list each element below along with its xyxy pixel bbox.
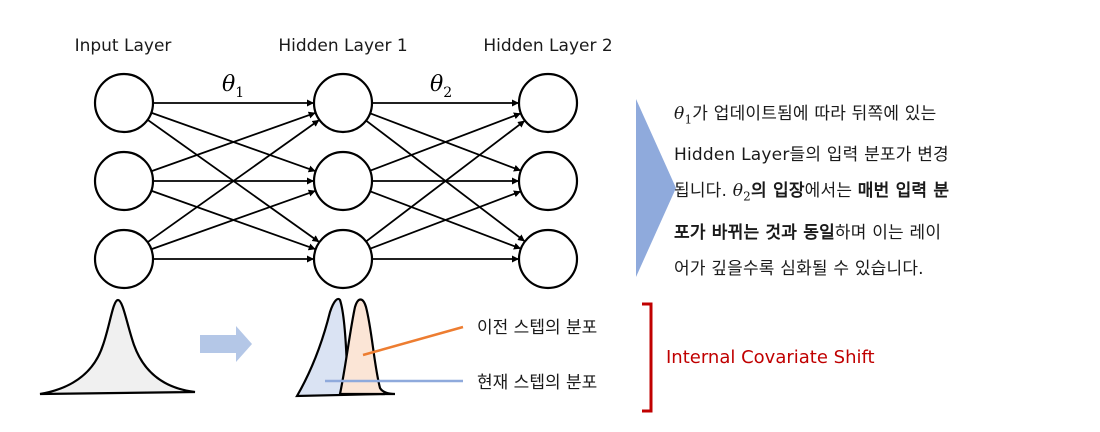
explanation-line-3: 됩니다. θ2의 입장에서는 매번 입력 분	[674, 173, 1074, 214]
node-layer1-3	[93, 228, 155, 290]
weight-label-theta-2: θ2	[430, 72, 452, 101]
theta-1-inline-sub: 1	[684, 112, 693, 127]
edge-l2-n3-to-n1	[365, 120, 525, 243]
node-layer3-2	[517, 150, 579, 212]
explanation-line-1-text: 가 업데이트됨에 따라 뒤쪽에 있는	[692, 104, 937, 124]
explanation-arrow	[636, 99, 676, 277]
layer-label-input: Input Layer	[75, 36, 172, 56]
node-layer1-1	[93, 72, 155, 134]
weight-2-subscript: 2	[443, 85, 452, 101]
theta-1-inline-symbol: θ	[674, 104, 685, 124]
legend-previous-label: 이전 스텝의 분포	[477, 318, 597, 338]
explanation-line-2: Hidden Layer들의 입력 분포가 변경	[674, 145, 949, 166]
node-layer2-3	[312, 228, 374, 290]
legend-current-label: 현재 스텝의 분포	[477, 373, 597, 393]
explanation-line-1: θ1가 업데이트됨에 따라 뒤쪽에 있는	[674, 96, 1074, 137]
edge-l1-n3-to-n1	[147, 119, 320, 243]
explanation-text: θ1가 업데이트됨에 따라 뒤쪽에 있는 Hidden Layer들의 입력 분…	[674, 96, 1074, 287]
previous-distribution-curve	[338, 298, 396, 396]
previous-leader-line	[362, 325, 464, 357]
weight-2-symbol: θ	[430, 72, 443, 97]
explanation-line-3-a: 됩니다.	[674, 181, 733, 202]
edge-l2-n3-to-n2	[369, 190, 521, 250]
shift-arrow	[200, 326, 252, 362]
weight-label-theta-1: θ1	[222, 72, 244, 101]
shift-bracket	[642, 302, 653, 413]
explanation-line-3-d: 매번 입력 분	[857, 181, 950, 202]
node-layer2-1	[312, 72, 374, 134]
explanation-line-5: 어가 깊을수록 심화될 수 있습니다.	[674, 258, 924, 279]
network-nodes	[93, 72, 579, 290]
weight-1-subscript: 1	[235, 85, 244, 101]
theta-2-inline-sub: 2	[743, 189, 752, 204]
layer-label-hidden-2: Hidden Layer 2	[483, 36, 612, 56]
theta-2-inline-symbol: θ	[732, 181, 744, 202]
explanation-line-4-b: 하며 이는 레이	[834, 222, 942, 243]
explanation-line-4: 포가 바뀌는 것과 동일하며 이는 레이	[674, 215, 1074, 251]
bracket-label: Internal Covariate Shift	[666, 347, 875, 368]
weight-1-symbol: θ	[222, 72, 235, 97]
edge-l2-n2-to-n1	[369, 112, 521, 172]
input-distribution-curve	[39, 298, 196, 396]
theta-2-inline: θ2	[732, 181, 752, 204]
theta-1-inline: θ1	[674, 104, 693, 127]
network-edges	[147, 99, 525, 263]
node-layer2-2	[312, 150, 374, 212]
node-layer1-2	[93, 150, 155, 212]
edge-l1-n3-to-n2	[151, 189, 316, 251]
explanation-line-4-a: 포가 바뀌는 것과 동일	[674, 222, 835, 243]
explanation-line-3-c: 에서는	[804, 181, 858, 202]
node-layer3-3	[517, 228, 579, 290]
edge-l1-n2-to-n1	[151, 111, 316, 173]
layer-label-hidden-1: Hidden Layer 1	[278, 36, 407, 56]
node-layer3-1	[517, 72, 579, 134]
explanation-line-3-b: 의 입장	[751, 181, 805, 202]
